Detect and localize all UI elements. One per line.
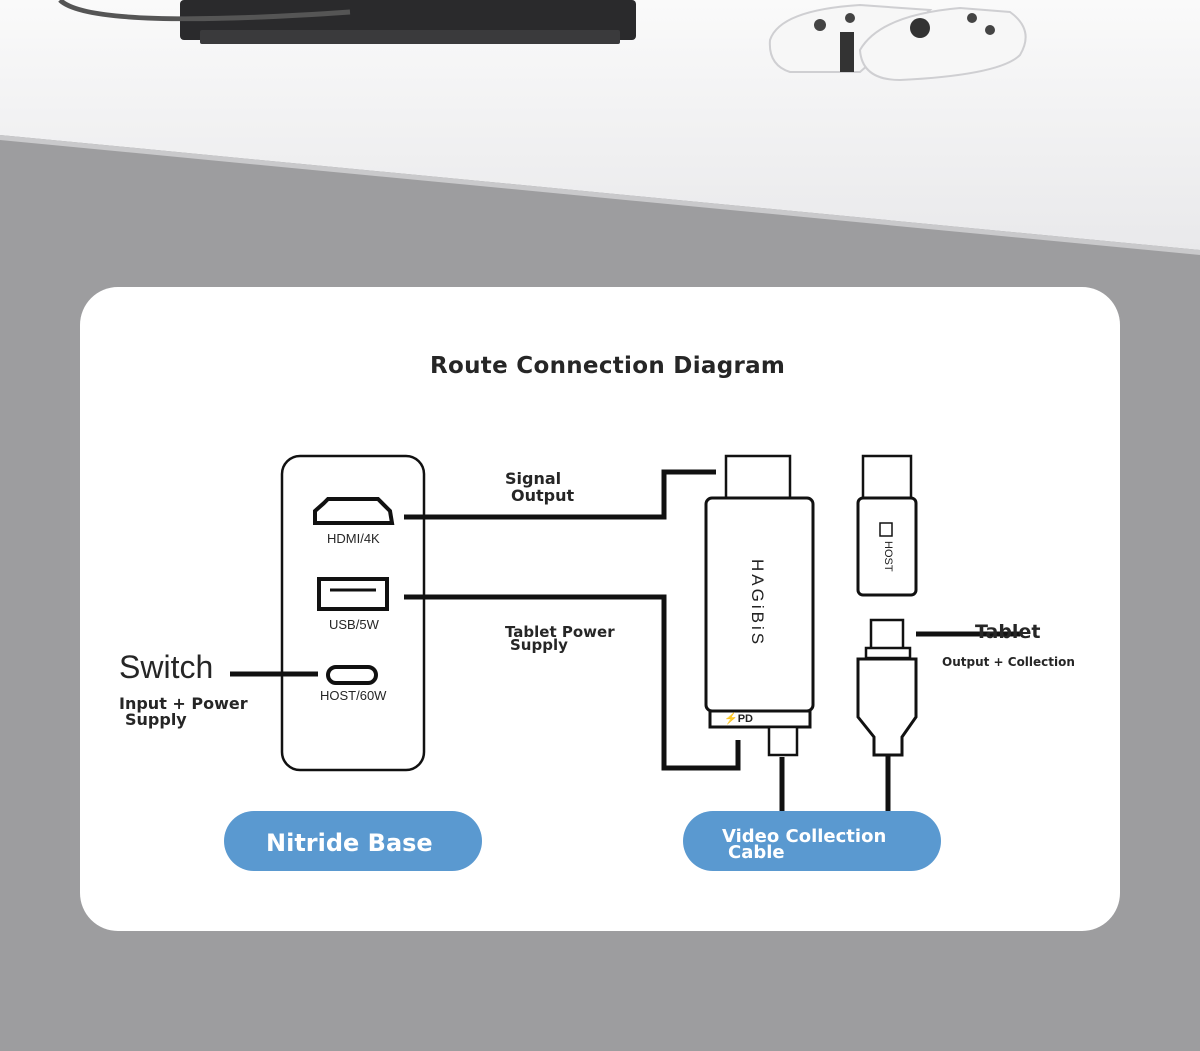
- tablet-power-line1: Tablet Power: [505, 623, 615, 641]
- nitride-base-text: Nitride Base: [266, 829, 433, 857]
- usb-port: [317, 577, 389, 611]
- signal-output-line1: Signal: [505, 469, 562, 488]
- cable-photo: [58, 0, 351, 22]
- connection-lines: [230, 469, 1020, 811]
- usbc-port: [326, 665, 378, 685]
- nitride-base-pill: Nitride Base: [224, 811, 482, 871]
- host-connector: [856, 454, 918, 757]
- controllers: [768, 3, 1027, 82]
- connection-diagram: [230, 454, 1020, 811]
- switch-label: Switch: [119, 649, 214, 685]
- switch-desc-line2: Supply: [125, 710, 187, 729]
- nitride-base-device: [280, 454, 426, 772]
- host-label: HOST: [882, 541, 894, 572]
- pd-text: PD: [737, 713, 753, 725]
- hdmi-port: [313, 497, 395, 525]
- tablet-label: Tablet: [975, 621, 1041, 643]
- video-cable-pill: Video Collection Cable: [683, 811, 941, 871]
- video-cable-text-line2: Cable: [728, 842, 785, 863]
- signal-output-line2: Output: [511, 486, 575, 505]
- hagibis-brand: HAGiBiS: [748, 559, 767, 648]
- switch-desc-line1: Input + Power: [119, 694, 248, 713]
- diagram-title: Route Connection Diagram: [430, 353, 786, 379]
- hdmi-port-label: HDMI/4K: [327, 531, 380, 546]
- host-port-label: HOST/60W: [320, 688, 387, 703]
- tablet-desc: Output + Collection: [942, 655, 1075, 669]
- video-collection-adapter: [704, 454, 815, 757]
- video-cable-text-line1: Video Collection: [722, 826, 887, 847]
- tablet-power-line2: Supply: [510, 636, 568, 654]
- signal-output-line: [404, 469, 716, 520]
- tablet-power-line: [404, 594, 741, 771]
- usb-port-label: USB/5W: [329, 617, 379, 632]
- diagram-card: Route Connection Diagram HDMI/4K USB/5W …: [80, 287, 1120, 931]
- pd-label: ⚡PD: [724, 713, 753, 725]
